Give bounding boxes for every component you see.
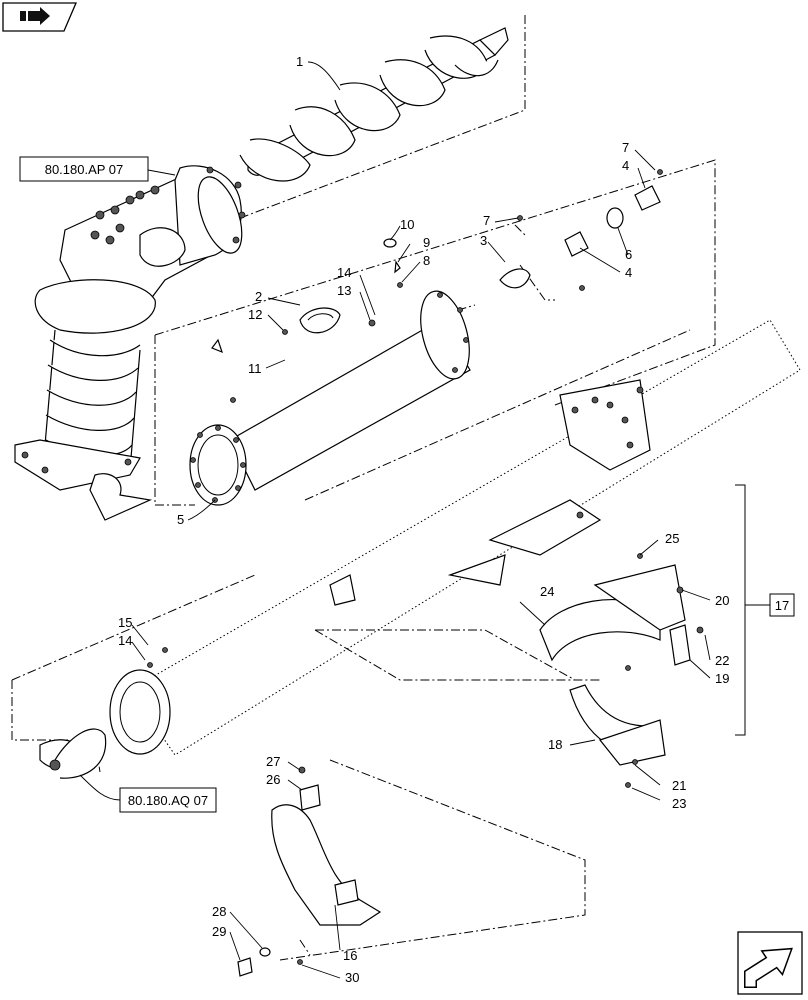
ref-group-box[interactable]: 17 [769,593,795,617]
ref-aq-box[interactable]: 80.180.AQ 07 [79,774,217,813]
callout-12: 12 [248,307,262,322]
flange-part-4a [564,231,589,257]
forward-arrow-icon [744,947,793,988]
ref-ap-label: 80.180.AP 07 [45,162,124,177]
callout-14b: 14 [118,633,132,648]
clip-part-9 [394,260,401,274]
callout-14a: 14 [337,265,351,280]
lower-auger-tube [39,319,801,779]
washer-part-8 [397,282,403,288]
callout-2: 2 [255,289,262,304]
callout-18: 18 [548,737,562,752]
cap-part-10 [383,238,397,248]
callout-19: 19 [715,671,729,686]
gearbox-bolts [90,166,246,245]
callout-4a: 4 [625,265,632,280]
callout-5: 5 [177,512,184,527]
bolt-part-7a [517,215,523,221]
assembly-boundary-lines [11,15,716,961]
forward-nav-button[interactable] [737,931,803,995]
callout-10: 10 [400,217,414,232]
gearbox-housing [14,165,246,521]
callout-26: 26 [266,772,280,787]
group-17-bracket [735,484,770,736]
callout-28: 28 [212,904,226,919]
tube-flange-bolts [190,292,469,503]
ref-aq-label: 80.180.AQ 07 [128,793,208,808]
callout-20: 20 [715,593,729,608]
callout-1: 1 [296,54,303,69]
callout-23: 23 [672,796,686,811]
cover-plate [299,307,341,334]
shield-assembly [539,553,704,788]
callout-3: 3 [480,233,487,248]
callout-7b: 7 [622,140,629,155]
back-nav-button[interactable] [2,2,77,32]
callout-25: 25 [665,531,679,546]
callout-labels: 1 2 3 4 4 5 6 7 7 8 9 10 11 12 13 14 14 … [118,54,729,985]
nut-part-12 [282,329,288,335]
ref-group-label: 17 [775,598,789,613]
callout-27: 27 [266,754,280,769]
callout-21: 21 [672,778,686,793]
small-hardware-upper [211,169,663,403]
callout-4b: 4 [622,158,629,173]
mount-bracket [237,766,382,977]
bearing-part-3 [499,268,531,289]
flange-part-4b [634,185,661,211]
bolt-part-7b [657,169,663,175]
auger-flighting [239,27,509,182]
callout-6: 6 [625,247,632,262]
callout-29: 29 [212,924,226,939]
back-arrow-icon [20,7,50,25]
bracket-part-11 [211,338,223,354]
callout-8: 8 [423,253,430,268]
callout-15: 15 [118,615,132,630]
upper-auger-tube [189,290,471,506]
callout-9: 9 [423,235,430,250]
leader-lines [131,61,711,979]
callout-24: 24 [540,584,554,599]
callout-11: 11 [248,361,262,376]
bolt-part-13 [368,319,376,327]
callout-7a: 7 [483,213,490,228]
ref-ap-box[interactable]: 80.180.AP 07 [19,156,176,182]
callout-22: 22 [715,653,729,668]
callout-30: 30 [345,970,359,985]
bearing-part-6 [606,207,624,229]
callout-16: 16 [343,948,357,963]
callout-13: 13 [337,283,351,298]
